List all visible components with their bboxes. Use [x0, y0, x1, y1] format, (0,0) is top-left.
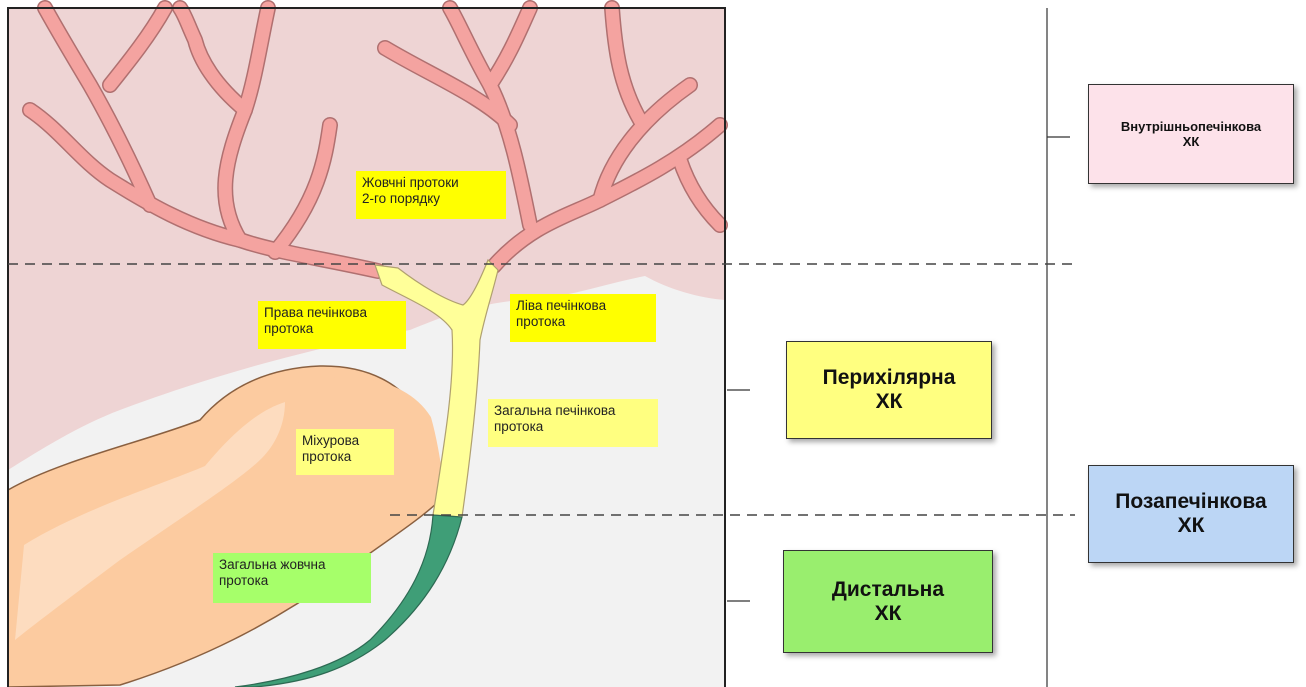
box-perihilar-cca: Перихілярна ХК: [786, 341, 992, 439]
label-common-hepatic-duct: Загальна печінкова протока: [488, 399, 658, 447]
label-common-bile-duct: Загальна жовчна протока: [213, 553, 371, 603]
box-distal-cca: Дистальна ХК: [783, 550, 993, 653]
box-intrahepatic-cca: Внутрішньопечінкова ХК: [1088, 84, 1294, 184]
label-left-hepatic-duct: Ліва печінкова протока: [510, 294, 656, 342]
label-right-hepatic-duct: Права печінкова протока: [258, 301, 406, 349]
label-second-order-ducts: Жовчні протоки 2-го порядку: [356, 171, 506, 219]
label-cystic-duct: Міхурова протока: [296, 429, 394, 475]
box-extrahepatic-cca: Позапечінкова ХК: [1088, 465, 1294, 563]
